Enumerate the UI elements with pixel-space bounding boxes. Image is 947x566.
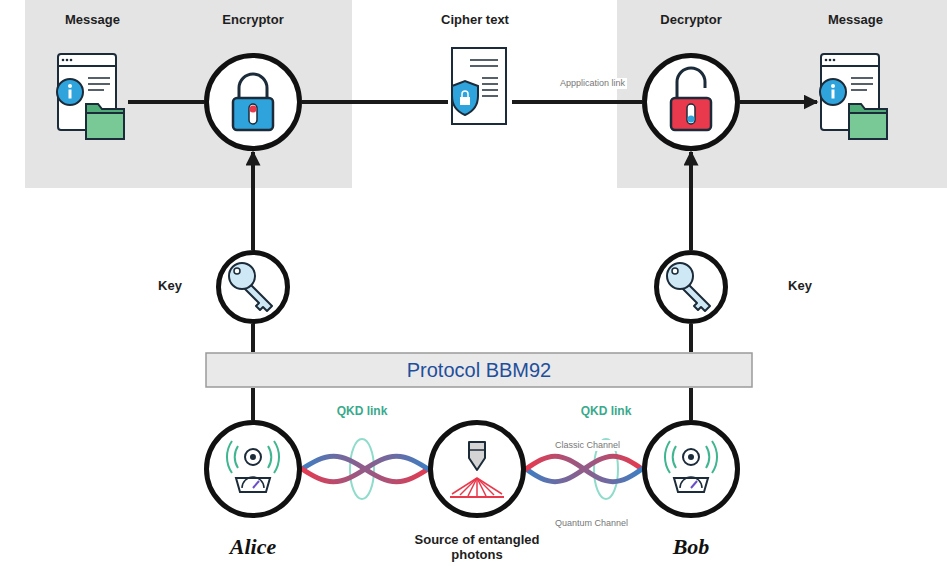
receiver-panel [617,0,947,188]
node-label: Alice [195,534,311,560]
connector-line [689,152,693,250]
message-document: Message [808,6,903,140]
node-label: Encryptor [200,12,306,28]
connector-line [512,100,642,104]
key-icon [667,263,710,311]
node-label: Decryptor [638,12,744,28]
photon-strand [302,456,428,481]
icon-bounds [818,50,891,138]
cipher-document-icon [452,48,506,124]
detector-icon [227,441,279,492]
node-label: Message [808,12,903,28]
circle-outline [204,420,302,518]
node-label: Cipher text [420,12,530,28]
photon-strand [526,456,642,481]
encryptor-circle: Encryptor [200,6,306,154]
cipher-text-document: Cipher text [420,6,530,130]
message-icon [820,54,887,139]
node-label: Key [140,278,200,294]
channel-label: Quantum Channel [553,518,630,529]
key-circle: Key [654,247,830,327]
connector-line [740,100,817,104]
connector-label: QKD link [335,404,390,418]
icon-bounds [448,46,512,128]
bob-node: Bob [633,418,749,565]
open-lock-icon [671,68,711,130]
icon-bounds [55,50,128,138]
circle-outline [428,420,526,518]
connector-line [128,100,204,104]
node-label: Bob [633,534,749,560]
detector-icon [665,441,717,492]
photon-source-icon [450,442,504,497]
circle-outline [642,420,740,518]
protocol-band: Protocol BBM92 [205,352,753,388]
connector-line [689,388,693,420]
connector-line [689,324,693,352]
node-label: Key [770,278,830,294]
closed-lock-icon [233,74,273,130]
node-label: Protocol BBM92 [205,359,753,381]
message-icon [57,54,124,139]
alice-node: Alice [195,418,311,565]
node-label: Source of entangled photons [407,532,547,562]
circle-outline [642,53,740,151]
connector-label: Appplication link [558,78,627,89]
channel-label: Classic Channel [553,440,622,451]
connector-line [251,152,255,250]
sender-panel [25,0,352,188]
connector-label: QKD link [579,404,634,418]
key-icon [229,263,272,311]
circle-outline [204,53,302,151]
node-label: Message [45,12,140,28]
circle-outline [216,250,290,324]
photon-channel [526,456,642,481]
key-circle: Key [140,247,290,327]
circle-outline [654,250,728,324]
connector-line [251,388,255,420]
photon-channel [302,456,428,481]
photon-source-node: Source of entangled photons [402,418,552,565]
decryptor-circle: Decryptor [638,6,744,154]
connector-line [302,100,448,104]
connector-line [251,324,255,352]
message-document: Message [45,6,140,140]
